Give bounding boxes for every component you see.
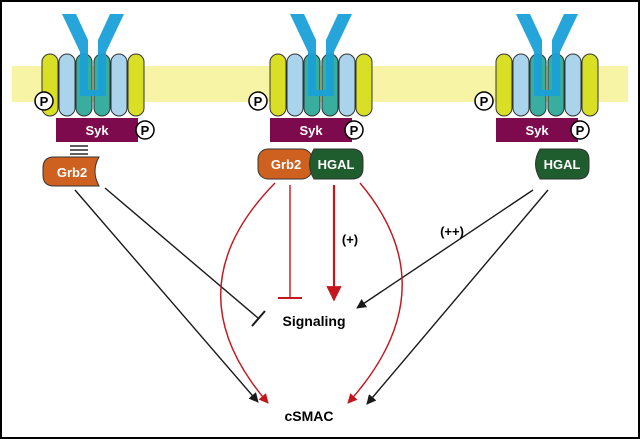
receptor-complex-3: P P Syk HGAL: [474, 14, 599, 180]
antibody-y-shape: [290, 14, 352, 96]
csmac-label: cSMAC: [284, 408, 333, 424]
receptor-segment-yellow-right: [127, 53, 145, 117]
red-arrow-hgal-to-csmac: [347, 182, 403, 404]
phospho-right-circle: [135, 120, 155, 140]
phospho-left-label: P: [40, 94, 49, 109]
phospho-left-label: P: [480, 94, 489, 109]
phospho-left-circle: [34, 91, 54, 111]
phospho-right-circle: [344, 120, 364, 140]
hgal-label: HGAL: [318, 157, 355, 172]
arrow-hgal-to-signaling: [356, 189, 534, 309]
phospho-right-circle: [570, 120, 590, 140]
edge-label-plus-plus: (++): [440, 224, 464, 239]
receptor-segment-light-left: [512, 53, 530, 117]
antibody-y-shape: [516, 14, 578, 96]
grb2-label: Grb2: [271, 157, 301, 172]
phospho-left-circle: [474, 91, 494, 111]
grb2-box: [42, 156, 100, 187]
signaling-label: Signaling: [283, 313, 346, 329]
phospho-right-label: P: [141, 123, 150, 138]
receptor-complex-1: P P Syk Grb2: [34, 14, 155, 187]
antibody-y-shape: [62, 14, 124, 96]
receptor-segment-yellow-right: [581, 53, 599, 117]
arrow-grb2-to-csmac: [74, 189, 259, 403]
syk-box: [270, 118, 352, 142]
syk-label: Syk: [85, 123, 109, 138]
receptor-segment-light-left: [286, 53, 304, 117]
receptor-segment-yellow-right: [355, 53, 373, 117]
phospho-left-label: P: [254, 94, 263, 109]
hgal-box: [535, 148, 590, 180]
red-arrow-grb2-to-csmac: [220, 182, 276, 404]
syk-box: [56, 118, 138, 142]
hgal-label: HGAL: [544, 157, 581, 172]
phospho-right-label: P: [576, 123, 585, 138]
receptor-segment-yellow-left: [269, 53, 287, 117]
phospho-left-circle: [248, 91, 268, 111]
inhibit-grb2-to-signaling: [104, 187, 259, 319]
grb2-label: Grb2: [57, 165, 87, 180]
hgal-box: [309, 148, 364, 180]
receptor-segment-light-right: [564, 53, 582, 117]
syk-box: [496, 118, 578, 142]
receptor-segment-light-right: [338, 53, 356, 117]
receptor-complex-2: P P Syk Grb2 HGAL: [248, 14, 373, 180]
phospho-right-label: P: [350, 123, 359, 138]
receptor-segment-light-left: [58, 53, 76, 117]
syk-label: Syk: [525, 123, 549, 138]
receptor-segment-light-right: [110, 53, 128, 117]
arrow-hgal-to-csmac: [366, 189, 549, 405]
syk-label: Syk: [299, 123, 323, 138]
inhibit-bar-grb2: [251, 310, 266, 327]
receptor-segment-yellow-left: [495, 53, 513, 117]
edge-label-plus: (+): [342, 232, 358, 247]
